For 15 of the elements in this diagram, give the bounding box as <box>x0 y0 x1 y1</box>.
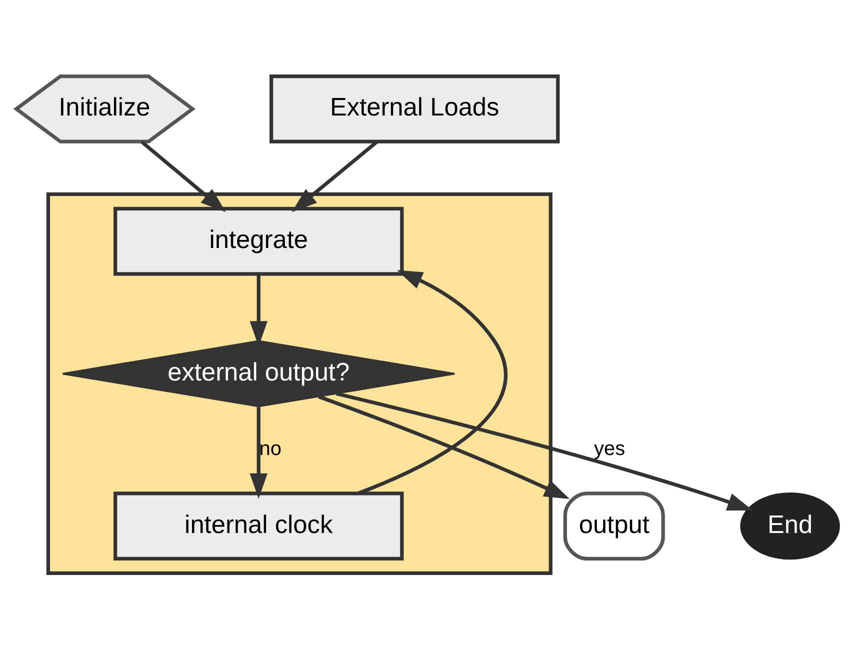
node-ellipse: End <box>740 492 840 560</box>
node-box: External Loads <box>270 74 560 143</box>
node-diamond: external output? <box>62 340 456 407</box>
edge-label: no <box>259 437 282 460</box>
edge-label: yes <box>594 437 626 460</box>
arrow <box>140 140 226 212</box>
cluster <box>46 192 552 575</box>
arrow <box>250 406 268 498</box>
arrow <box>318 394 570 498</box>
arrow <box>336 391 753 510</box>
node-box: internal clock <box>114 491 404 560</box>
node-box: output <box>563 491 665 560</box>
node-box: integrate <box>114 206 404 276</box>
arrow <box>358 270 508 495</box>
arrow <box>292 140 378 212</box>
